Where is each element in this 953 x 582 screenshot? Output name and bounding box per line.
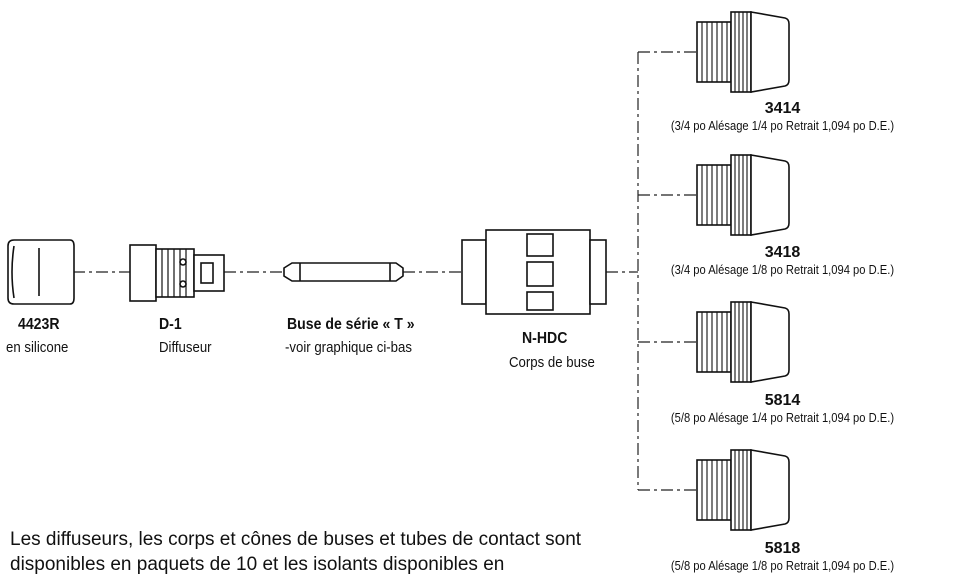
nozzle-item: 3414 (3/4 po Alésage 1/4 po Retrait 1,09… <box>620 100 945 133</box>
nozzle-cone-3418-drawing <box>696 154 790 236</box>
insulator-code: 4423R <box>18 316 60 333</box>
nozzle-cone-3414-drawing <box>696 11 790 93</box>
nozzle-spec: (3/4 po Alésage 1/4 po Retrait 1,094 po … <box>670 118 895 133</box>
diffuser-code: D-1 <box>159 316 182 333</box>
nozzle-spec: (3/4 po Alésage 1/8 po Retrait 1,094 po … <box>670 262 895 277</box>
nozzle-code: 3414 <box>764 100 801 117</box>
nozzle-spec: (5/8 po Alésage 1/8 po Retrait 1,094 po … <box>670 558 895 573</box>
nozzle-cone-5814-drawing <box>696 301 790 383</box>
diffuser-desc: Diffuseur <box>159 339 212 356</box>
nozzle-item: 5814 (5/8 po Alésage 1/4 po Retrait 1,09… <box>620 392 945 425</box>
tip-desc: -voir graphique ci-bas <box>285 339 412 356</box>
body-desc: Corps de buse <box>509 354 595 371</box>
body-code: N-HDC <box>522 330 568 347</box>
nozzle-code: 5814 <box>764 392 801 409</box>
tip-code: Buse de série « T » <box>287 316 415 333</box>
nozzle-spec: (5/8 po Alésage 1/4 po Retrait 1,094 po … <box>670 410 895 425</box>
nozzle-cone-5818-drawing <box>696 449 790 531</box>
insulator-4423r-drawing <box>7 239 75 305</box>
nozzle-code: 5818 <box>764 540 801 557</box>
nozzle-body-nhdc-drawing <box>461 229 607 315</box>
nozzle-item: 3418 (3/4 po Alésage 1/8 po Retrait 1,09… <box>620 244 945 277</box>
connector-lines <box>73 51 697 491</box>
nozzle-item: 5818 (5/8 po Alésage 1/8 po Retrait 1,09… <box>620 540 945 573</box>
tip-t-series-drawing <box>283 262 404 282</box>
nozzle-code: 3418 <box>764 244 801 261</box>
diffuser-d1-drawing <box>129 244 225 302</box>
footnote-text: Les diffuseurs, les corps et cônes de bu… <box>10 529 582 575</box>
insulator-desc: en silicone <box>6 339 69 356</box>
